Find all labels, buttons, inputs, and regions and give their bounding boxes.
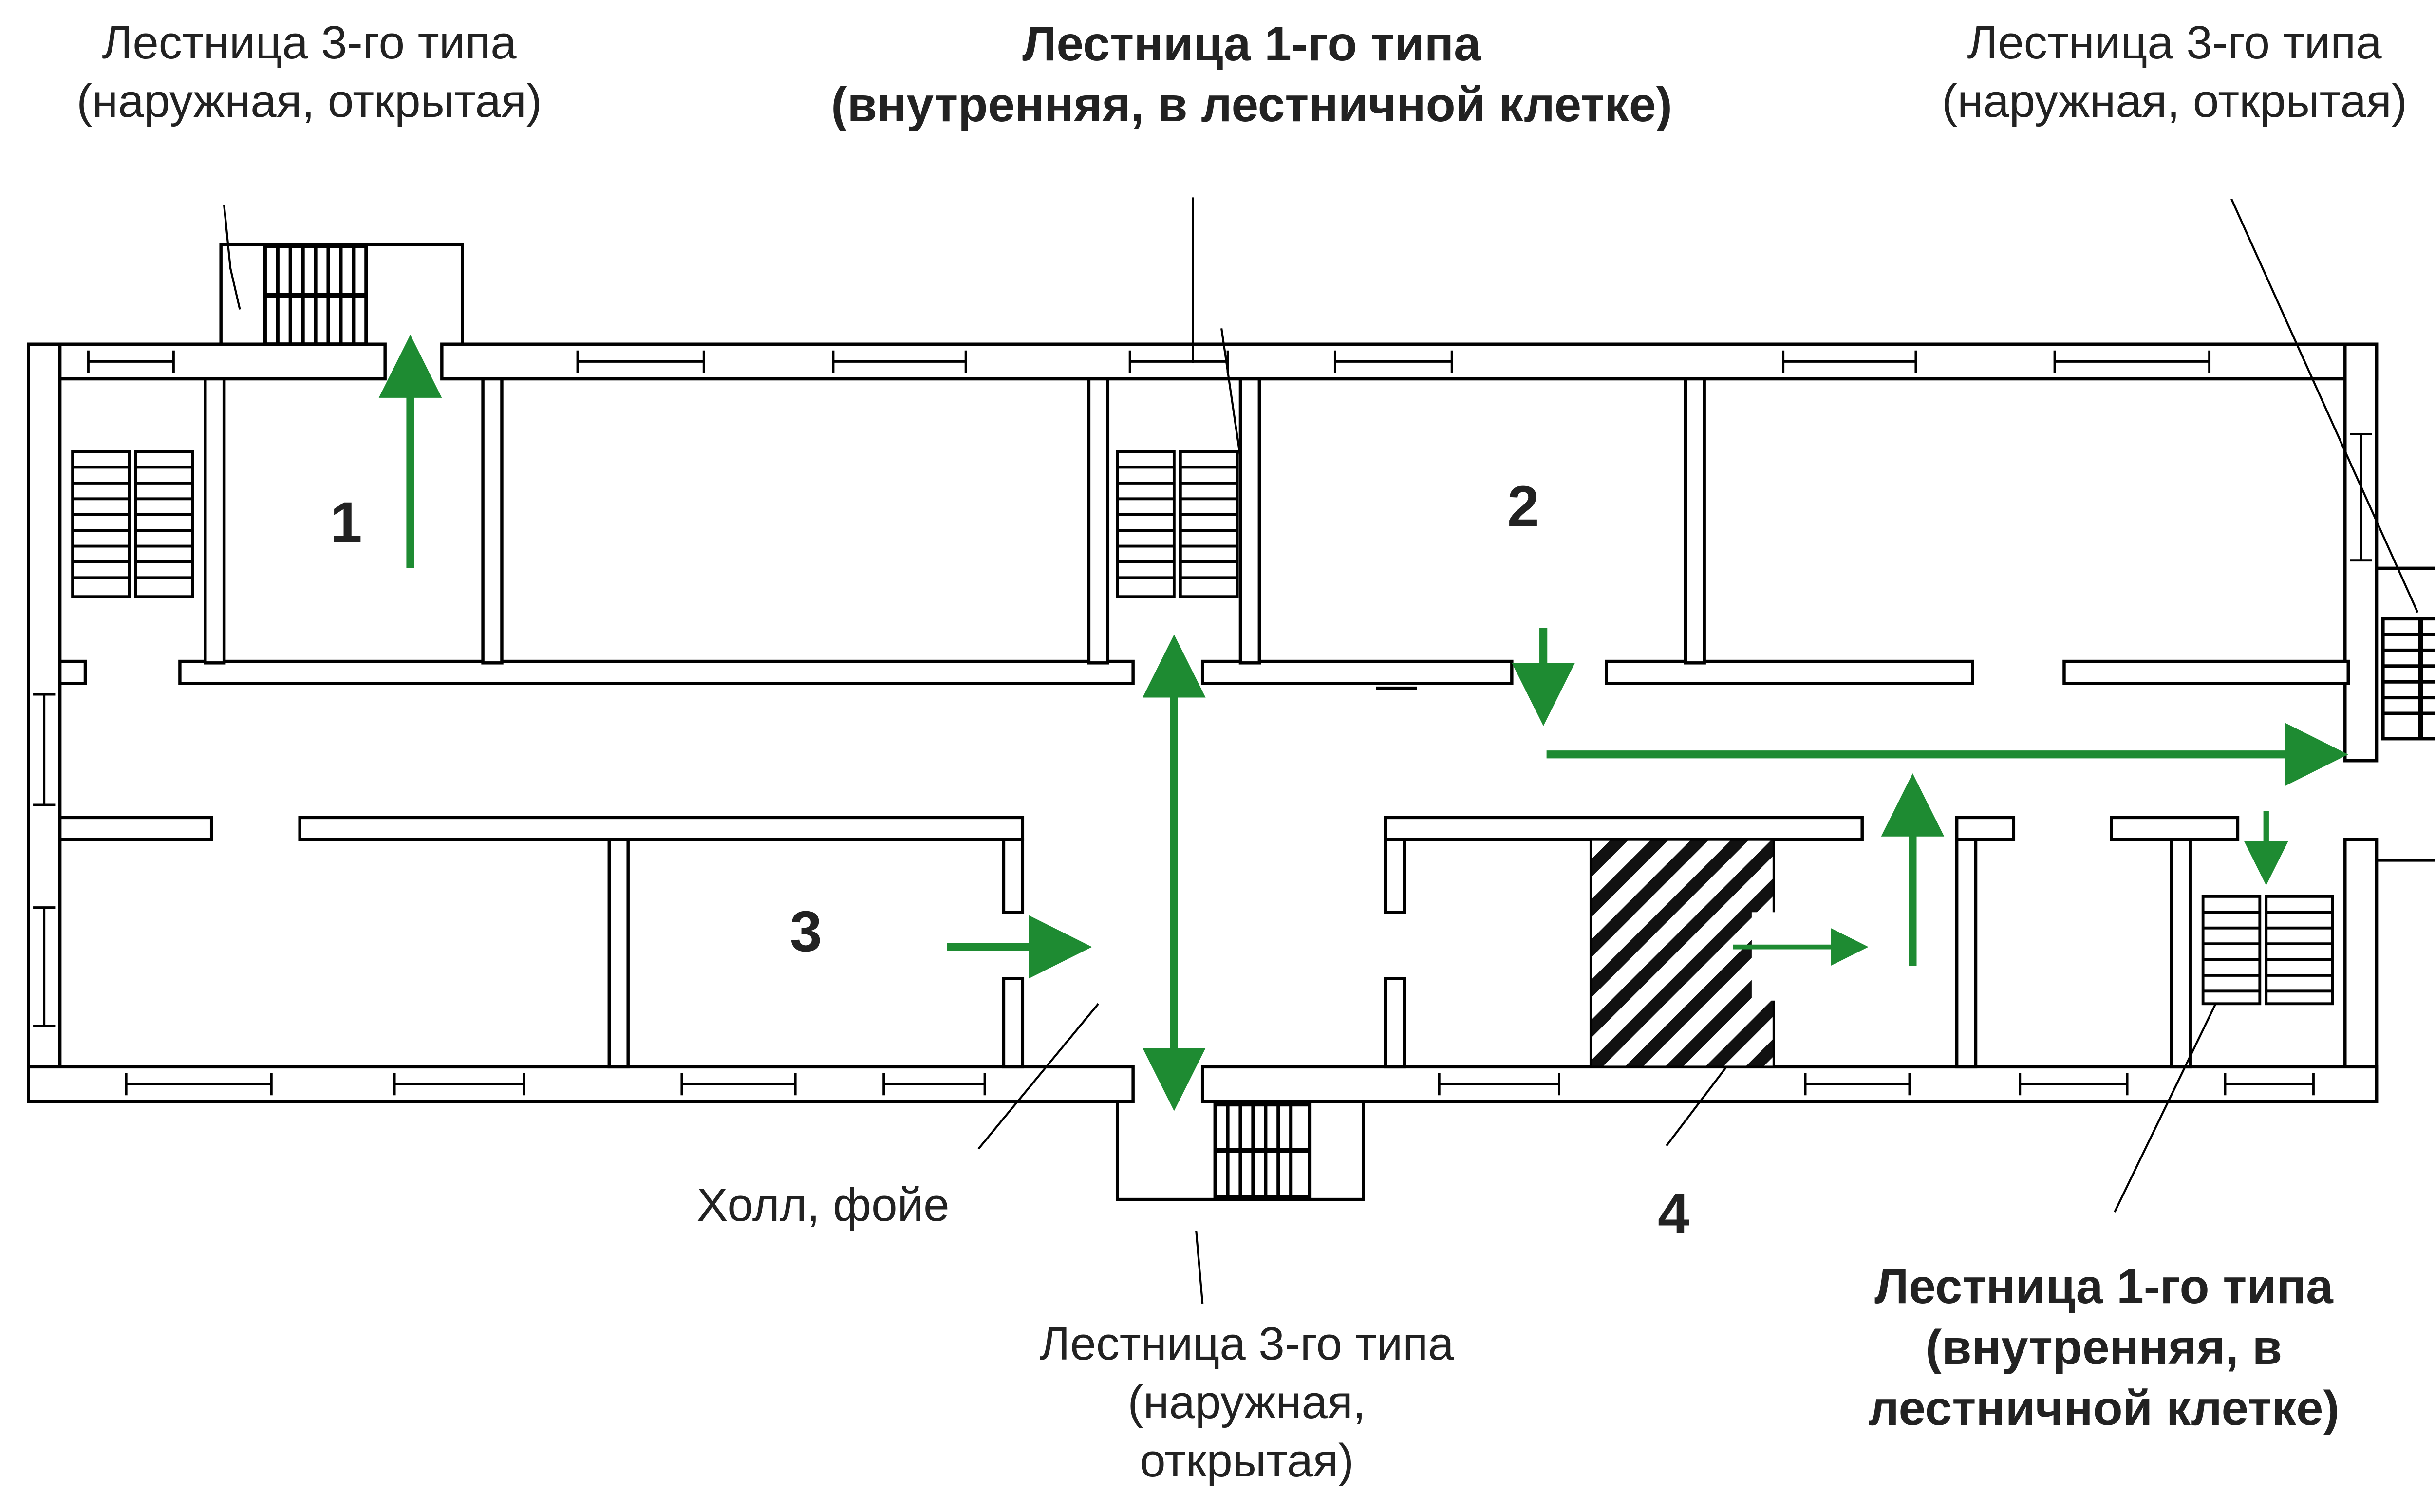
internal-stair-right: [2201, 895, 2334, 1006]
room-number-4: 4: [1658, 1182, 1690, 1246]
label-stair1-top: Лестница 1-го типа (внутренняя, в лестни…: [769, 14, 1734, 135]
label-line: (наружная,: [1127, 1376, 1366, 1428]
leader-lines: [223, 197, 2419, 1304]
zone-4-notch: [1751, 912, 1777, 1001]
interior-walls: [58, 377, 2350, 1069]
label-line: Лестница 3-го типа: [1039, 1318, 1454, 1370]
label-line: (наружная, открытая): [1942, 75, 2407, 127]
label-line: (внутренняя, в: [1925, 1320, 2283, 1375]
building-walls: [27, 342, 2379, 1103]
label-line: открытая): [1140, 1435, 1354, 1487]
label-stair3-bottom: Лестница 3-го типа (наружная, открытая): [979, 1315, 1515, 1490]
green-arrow-icon: [378, 335, 2348, 1111]
label-hall: Холл, фойе: [696, 1179, 950, 1231]
label-line: Лестница 1-го типа: [1022, 17, 1481, 71]
stair-annexes: [219, 243, 2435, 1201]
label-line: Лестница 1-го типа: [1874, 1259, 2333, 1314]
room-number-1: 1: [330, 490, 362, 555]
label-line: Лестница 3-го типа: [102, 17, 517, 69]
label-line: (наружная, открытая): [76, 75, 542, 127]
label-stair3-top-left: Лестница 3-го типа (наружная, открытая): [44, 14, 575, 131]
stair-hatching-icon: [263, 244, 2435, 1198]
internal-stair-center: [1116, 450, 1239, 598]
internal-stair-left: [71, 450, 194, 598]
label-line: (внутренняя, в лестничной клетке): [831, 77, 1672, 132]
room-number-3: 3: [790, 899, 822, 964]
label-stair3-top-right: Лестница 3-го типа (наружная, открытая): [1909, 14, 2435, 131]
internal-stairs: [71, 450, 2334, 1006]
label-line: лестничной клетке): [1868, 1381, 2340, 1436]
diagonal-hatch-icon: [1589, 838, 1775, 1068]
label-line: Лестница 3-го типа: [1967, 17, 2382, 69]
label-stair1-bottom-right: Лестница 1-го типа (внутренняя, в лестни…: [1812, 1256, 2396, 1439]
windows: [33, 350, 2372, 1096]
room-number-2: 2: [1507, 474, 1539, 539]
